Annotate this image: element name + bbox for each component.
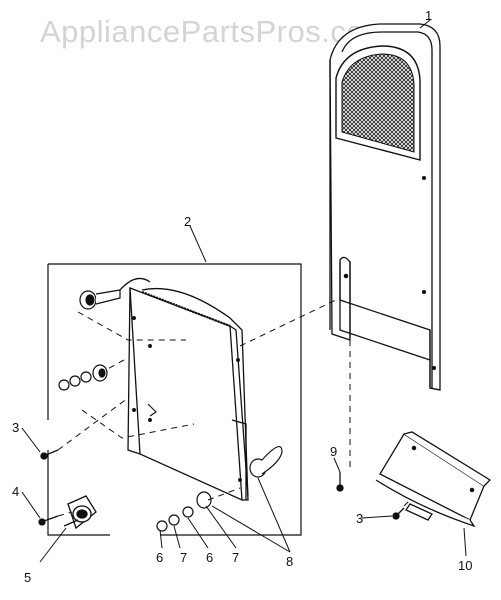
- callout-3-left: 3: [12, 420, 19, 435]
- callout-10: 10: [458, 558, 472, 573]
- callout-4: 4: [12, 484, 19, 499]
- leader-lines: [21, 19, 467, 563]
- callout-7-left: 7: [180, 550, 187, 565]
- assembly-box: [47, 263, 302, 536]
- callout-5: 5: [24, 570, 31, 585]
- washer-stack-lower: [156, 491, 212, 532]
- heater-frame-part: [119, 277, 249, 502]
- callout-1: 1: [425, 8, 432, 23]
- assembly-dashed-lines: [57, 297, 411, 517]
- callout-7-right: 7: [232, 550, 239, 565]
- washer-stack-upper: [58, 364, 108, 391]
- tray-part: [375, 431, 492, 528]
- callout-2: 2: [184, 214, 191, 229]
- callout-6-right: 6: [206, 550, 213, 565]
- watermark-text: AppliancePartsPros.com: [40, 14, 391, 49]
- screw-left: [40, 449, 59, 460]
- screw-bracket: [38, 515, 59, 526]
- back-panel-part: [329, 23, 441, 391]
- screw-right: [336, 472, 344, 492]
- bumper-top: [79, 289, 121, 310]
- grille-outline: [335, 45, 421, 161]
- bumper-right: [249, 445, 283, 478]
- screw-tray: [392, 507, 405, 520]
- callout-9: 9: [330, 444, 337, 459]
- callout-6-left: 6: [156, 550, 163, 565]
- thermostat-bracket-part: [63, 495, 97, 530]
- callout-8: 8: [286, 554, 293, 569]
- callout-3-right: 3: [356, 511, 363, 526]
- grille-mesh: [341, 53, 415, 153]
